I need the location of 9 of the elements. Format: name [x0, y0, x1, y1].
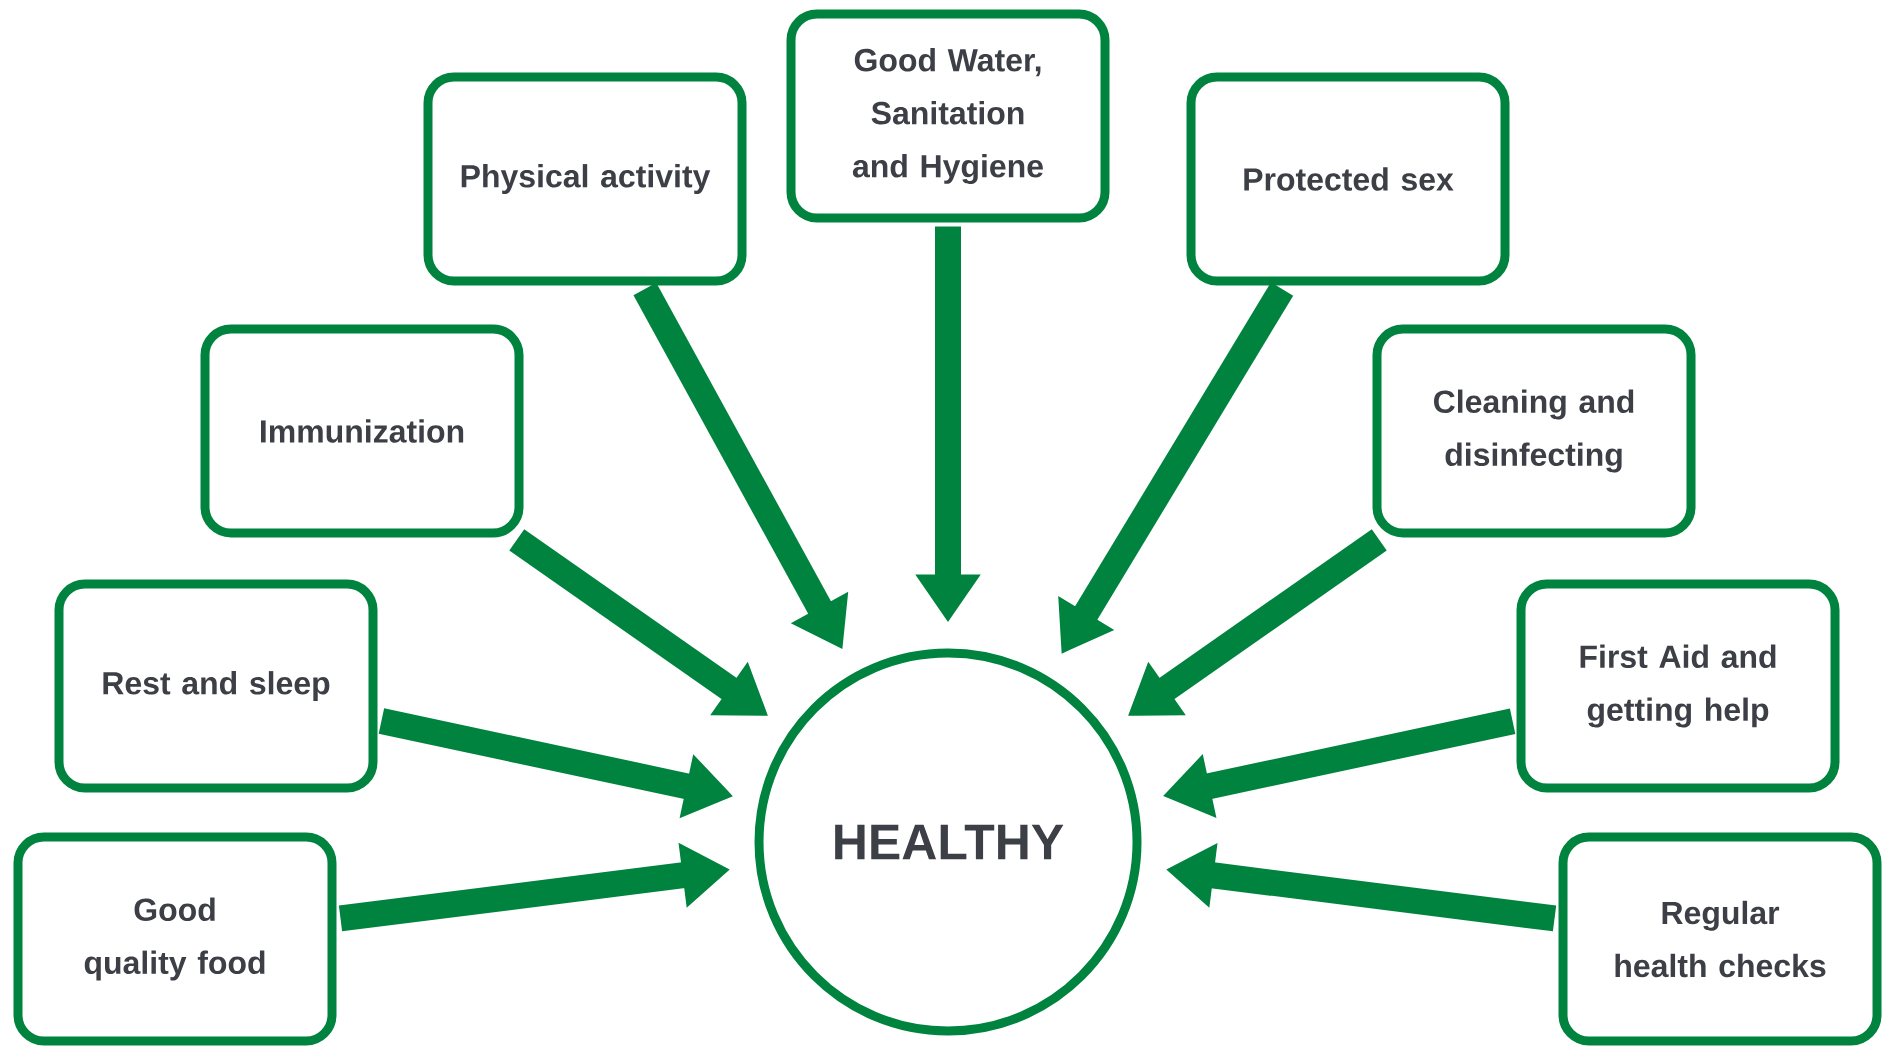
text-box: Good Water, Sanitation and Hygiene [786, 9, 1110, 223]
text-box: Physical activity [423, 72, 747, 286]
text-box: Good quality food [13, 832, 337, 1046]
text-box: Cleaning and disinfecting [1372, 324, 1696, 538]
text-box: Rest and sleep [54, 579, 378, 793]
text-box: First Aid and getting help [1516, 579, 1840, 793]
text-box: Regular health checks [1558, 832, 1882, 1046]
text-box: Protected sex [1186, 72, 1510, 286]
text-box: Immunization [200, 324, 524, 538]
